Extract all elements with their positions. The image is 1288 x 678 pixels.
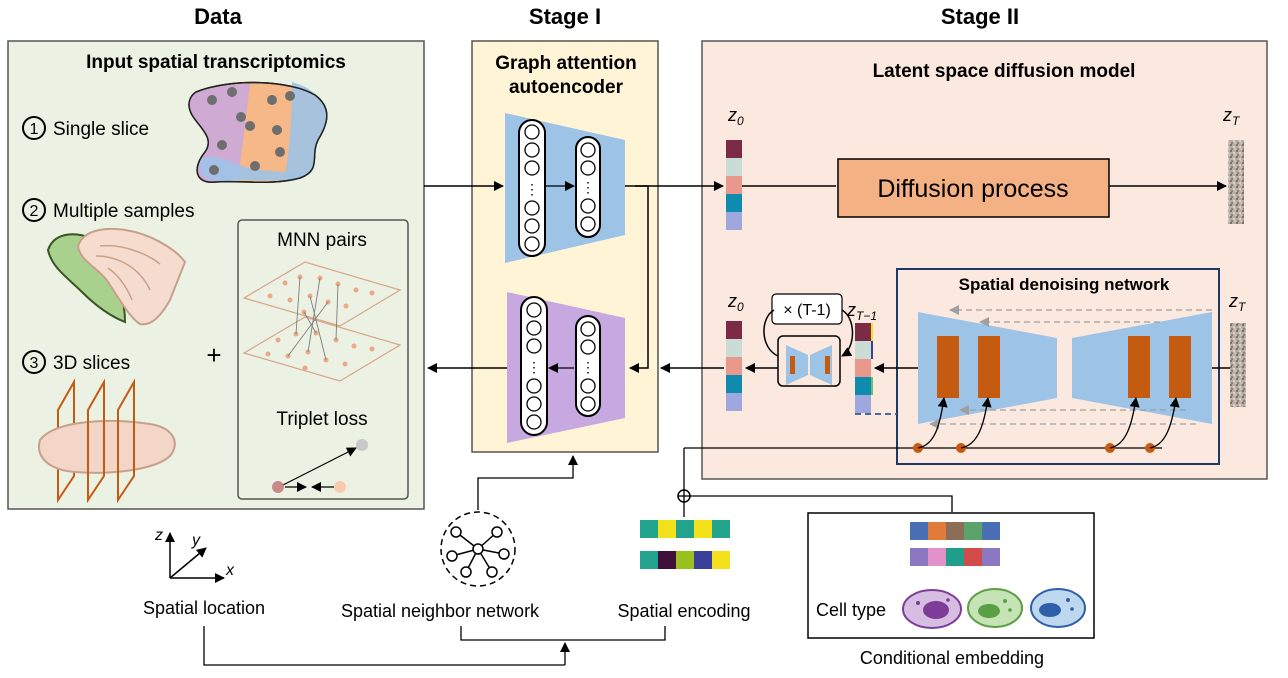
unet-block: [937, 336, 959, 398]
item-single-slice: 1 Single slice: [22, 116, 149, 140]
unet-icon: [918, 305, 1212, 429]
unet-block: [1169, 336, 1191, 398]
diffusion-process-label: Diffusion process: [877, 175, 1068, 203]
denoising-network-box: [896, 268, 1220, 465]
cell-green-icon: [967, 588, 1023, 628]
unet-block: [978, 336, 1000, 398]
3d-slices-icon: [38, 378, 176, 504]
mnn-box: [237, 219, 409, 500]
encoder-icon: ⋮ ⋮: [505, 113, 625, 263]
spatial-encoding-label: Spatial encoding: [617, 601, 750, 621]
z0-latent-vector-bottom: [726, 321, 742, 411]
number-circle-icon: [22, 116, 46, 140]
neighbor-network-icon: [440, 511, 516, 587]
line-embedding-to-plus: [690, 495, 953, 512]
line-location-bracket: [203, 626, 565, 666]
zT-1-label: zT−1: [846, 300, 877, 323]
triplet-loss-icon: [272, 439, 368, 493]
z0-latent-vector-top: [726, 140, 742, 230]
neighbor-network-label: Spatial neighbor network: [341, 601, 540, 621]
cell-type-embedding-icon: [910, 522, 1000, 566]
z0-top-label: z0: [727, 105, 744, 128]
stage1-title-line1: Graph attention: [495, 53, 636, 74]
cell-blue-icon: [1030, 588, 1086, 628]
condition-injection: [684, 397, 1180, 453]
diffusion-process-box: [837, 158, 1110, 218]
number-circle-icon: [22, 198, 46, 222]
repeat-count-box: [771, 293, 843, 325]
item-3d-slices: 3 3D slices: [22, 350, 130, 374]
item-label: Multiple samples: [53, 201, 195, 222]
plus-sign: +: [206, 340, 221, 370]
item-number: 3: [30, 355, 39, 372]
svg-text:⋮: ⋮: [527, 359, 541, 375]
zT-bottom-label: zT: [1228, 291, 1247, 314]
repeat-denoise-icon: [777, 335, 841, 387]
unet-block: [1128, 336, 1150, 398]
z0-bottom-label: z0: [727, 291, 744, 314]
cell-purple-icon: [902, 589, 962, 629]
spatial-location-label: Spatial location: [143, 598, 265, 618]
data-panel-title: Input spatial transcriptomics: [86, 52, 346, 73]
multiple-samples-icon: [46, 227, 187, 326]
bracket-neighbor-encoding: [460, 626, 666, 641]
item-label: 3D slices: [53, 353, 130, 374]
axis-z-label: z: [154, 527, 163, 544]
zT-noise-vector-bottom: [1230, 323, 1246, 407]
header-stage1: Stage I: [529, 4, 601, 29]
mnn-title: MNN pairs: [277, 230, 367, 251]
header-stage2: Stage II: [941, 4, 1019, 29]
item-label: Single slice: [53, 119, 149, 140]
denoising-network-title: Spatial denoising network: [959, 275, 1170, 294]
cell-type-label: Cell type: [816, 600, 886, 620]
header-data: Data: [194, 4, 242, 29]
item-number: 2: [30, 203, 39, 220]
zT-top-label: zT: [1222, 105, 1241, 128]
stage1-title-line2: autoencoder: [509, 77, 624, 98]
loop-arrow-right: [841, 309, 854, 357]
concat-plus-icon: [677, 489, 691, 503]
axis-x-label: x: [225, 562, 235, 579]
axes-icon: [165, 532, 225, 583]
zT-1-latent-vector: [855, 323, 873, 413]
arrow-encoder-to-decoder: [629, 185, 649, 373]
arrow-neighbor-to-stage1: [477, 455, 578, 510]
decoder-icon: ⋮ ⋮: [507, 292, 625, 443]
conditional-embedding-label: Conditional embedding: [860, 648, 1044, 668]
item-number: 1: [30, 121, 39, 138]
stage2-title: Latent space diffusion model: [873, 61, 1136, 82]
mnn-planes-icon: [242, 261, 402, 382]
tissue-slice-icon: [188, 81, 328, 184]
triplet-loss-label: Triplet loss: [276, 409, 367, 430]
number-circle-icon: [22, 350, 46, 374]
loop-arrow-left: [763, 309, 779, 357]
repeat-count-label: × (T-1): [783, 302, 831, 319]
svg-text:⋮: ⋮: [581, 179, 595, 195]
axis-y-label: y: [191, 532, 201, 549]
item-multiple-samples: 2 Multiple samples: [22, 198, 195, 222]
svg-text:⋮: ⋮: [581, 359, 595, 375]
spatial-encoding-icon: [640, 520, 730, 569]
zT-noise-vector-top: [1228, 140, 1244, 224]
svg-text:⋮: ⋮: [525, 181, 539, 197]
